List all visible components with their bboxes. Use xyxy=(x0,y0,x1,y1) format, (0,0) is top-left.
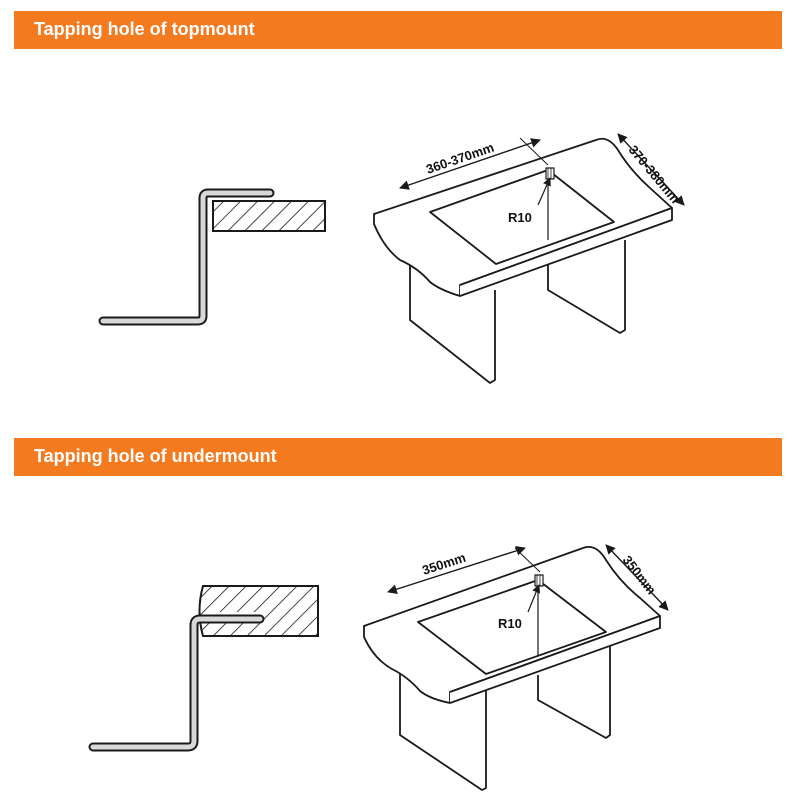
undermount-radius-label: R10 xyxy=(498,616,522,631)
topmount-countertop-section xyxy=(212,200,326,232)
topmount-perspective-view xyxy=(373,133,685,384)
topmount-radius-label: R10 xyxy=(508,210,532,225)
undermount-cross-section xyxy=(88,585,319,752)
undermount-sink-edge-outer xyxy=(88,614,265,752)
section-header-topmount: Tapping hole of topmount xyxy=(14,11,782,49)
section-title-undermount: Tapping hole of undermount xyxy=(34,446,277,466)
topmount-countertop-edge xyxy=(373,214,461,297)
section-title-topmount: Tapping hole of topmount xyxy=(34,19,255,39)
undermount-countertop-edge xyxy=(363,626,451,704)
undermount-tapping-hole xyxy=(534,574,544,587)
topmount-right-leg xyxy=(547,240,626,334)
undermount-right-leg xyxy=(537,645,611,739)
topmount-sink-edge-inner xyxy=(100,190,273,324)
undermount-countertop-section xyxy=(198,585,319,637)
topmount-cross-section xyxy=(98,188,326,326)
section-header-undermount: Tapping hole of undermount xyxy=(14,438,782,476)
undermount-perspective-view xyxy=(363,544,669,791)
undermount-sink-cutout xyxy=(417,579,607,675)
topmount-tapping-hole xyxy=(545,167,555,180)
undermount-sink-edge-inner xyxy=(90,616,263,750)
